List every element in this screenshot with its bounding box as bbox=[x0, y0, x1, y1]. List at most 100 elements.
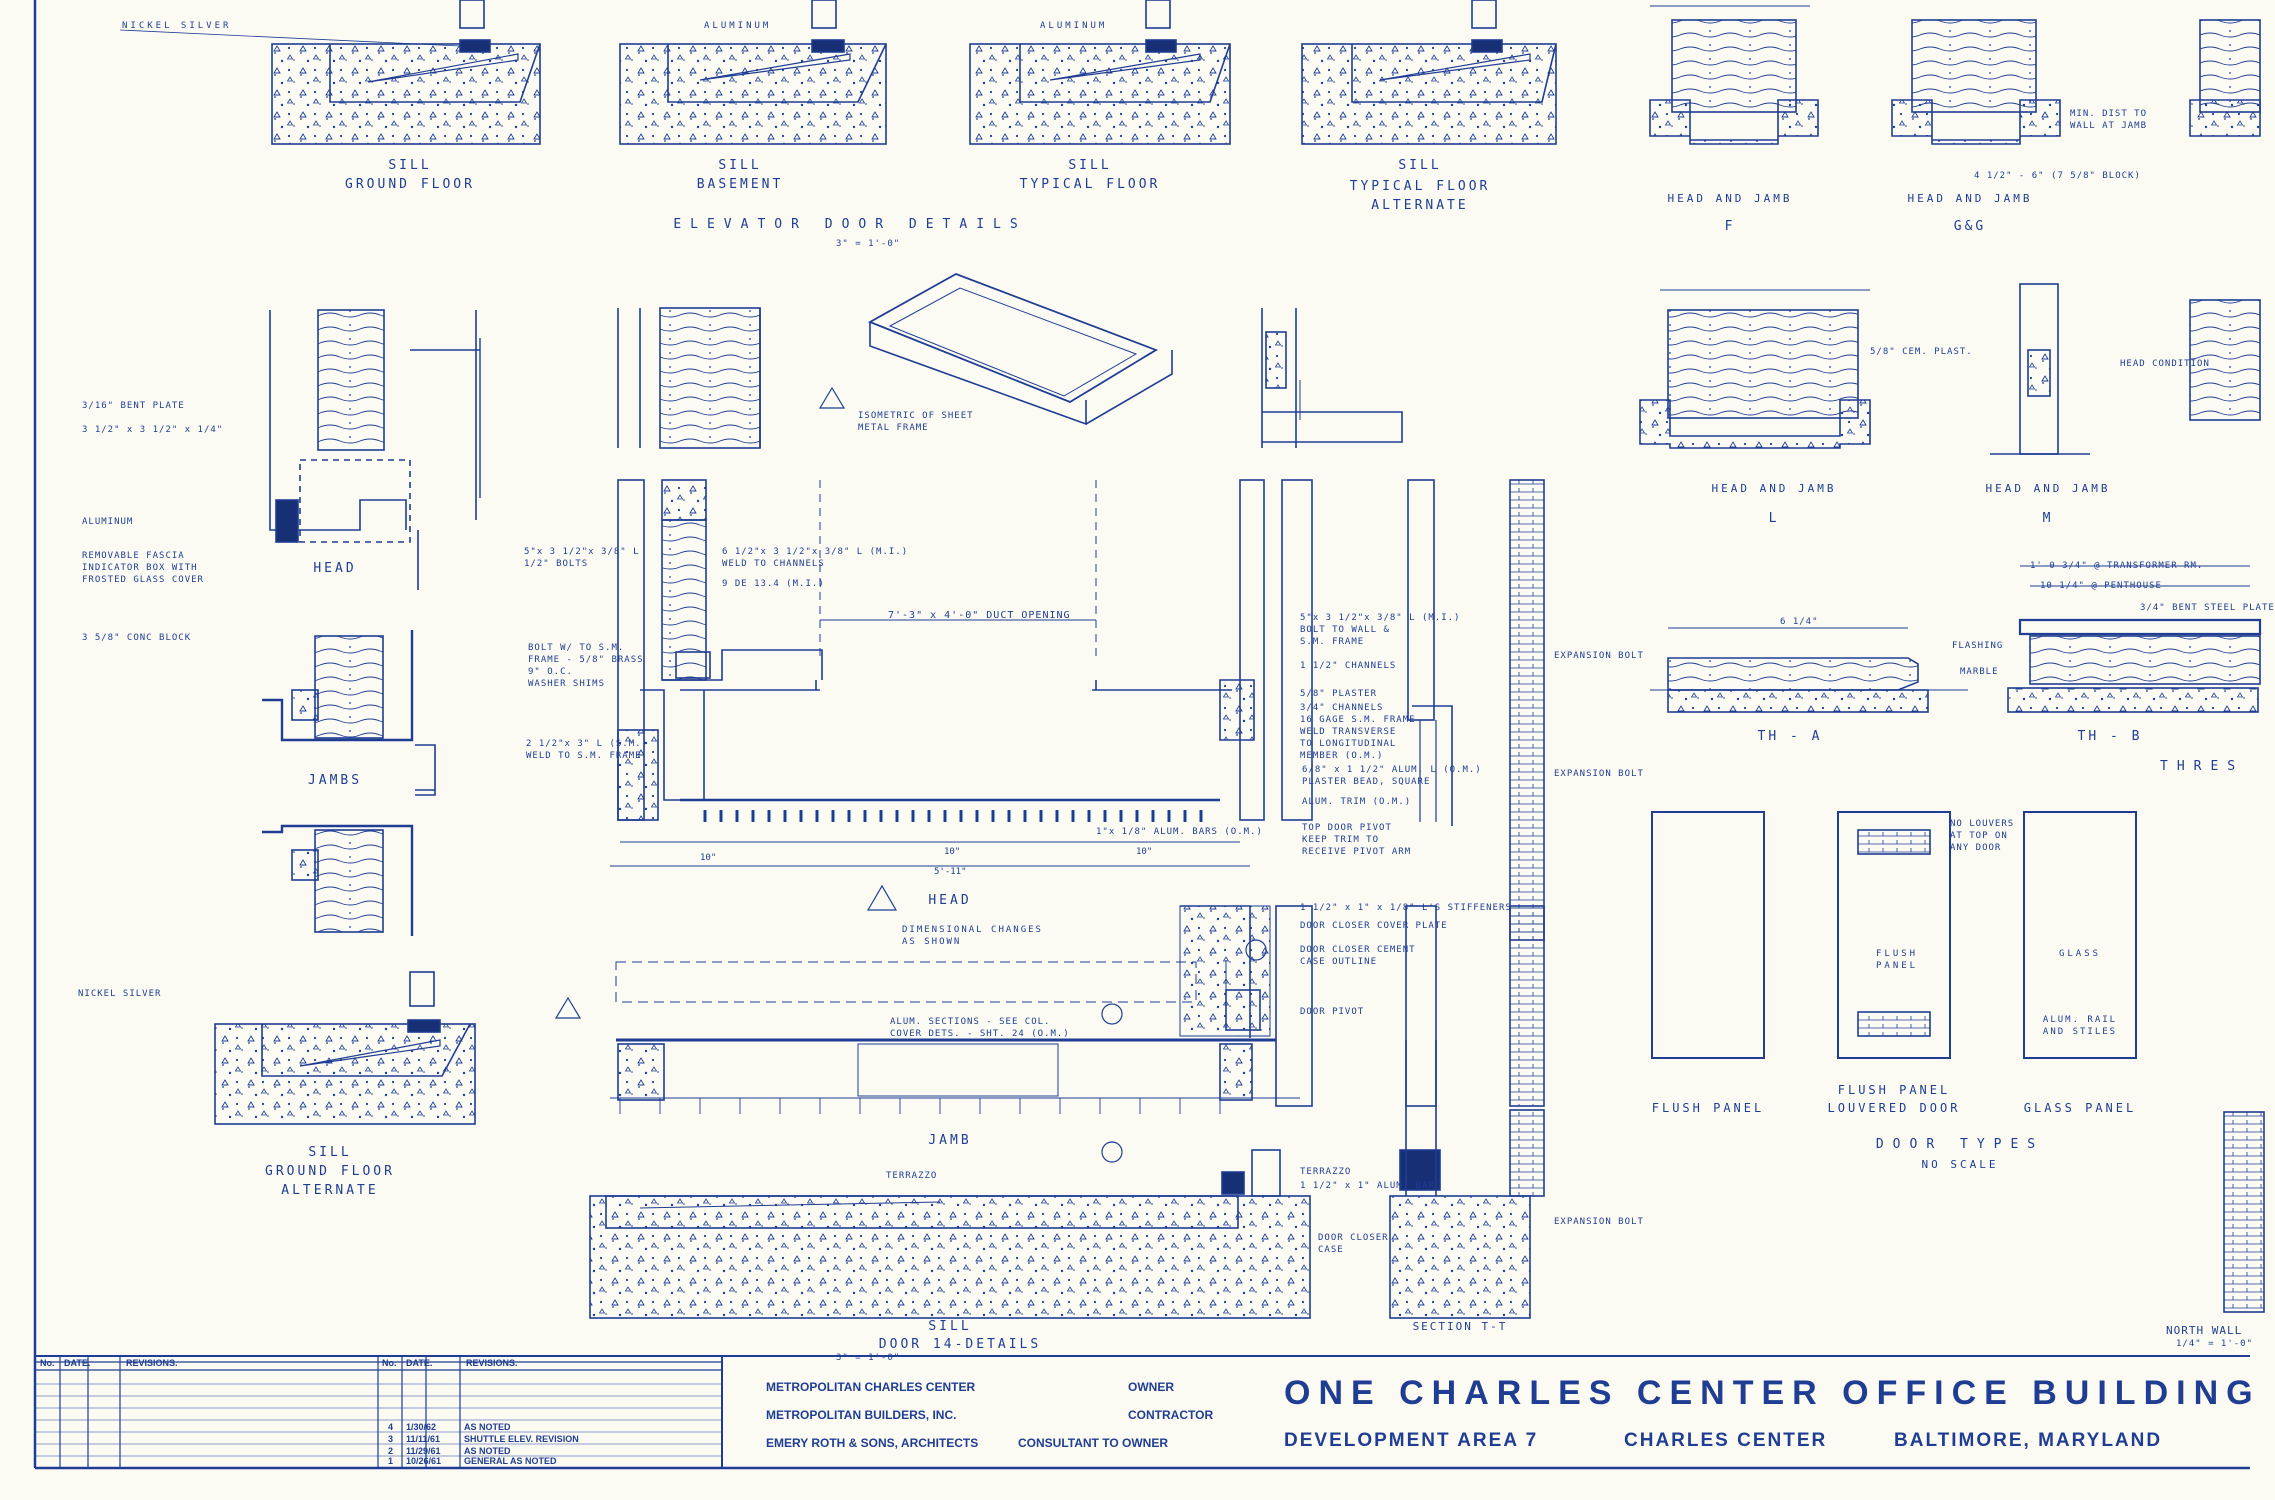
rev-entry-1-no: 1 bbox=[388, 1456, 394, 1466]
head-note-r16: RECEIVE PIVOT ARM bbox=[1302, 847, 1412, 857]
head-note-l2: 1/2" BOLTS bbox=[524, 559, 589, 569]
duct-opening-note: 7'-3" x 4'-0" DUCT OPENING bbox=[888, 610, 1071, 621]
cem-plast-note: 5/8" CEM. PLAST. bbox=[1870, 347, 1973, 357]
th-b-label: TH - B bbox=[2077, 729, 2143, 744]
left-head-title: HEAD bbox=[313, 561, 357, 576]
label-aluminum-2: ALUMINUM bbox=[1040, 21, 1108, 31]
door14-scale: 3" = 1'-0" bbox=[836, 1353, 901, 1363]
jamb-note-3: 1 1/2" x 1" x 1/8" L'S STIFFENERS bbox=[1300, 903, 1512, 913]
note-indicator: INDICATOR BOX WITH bbox=[82, 563, 198, 573]
left-sill-sub: GROUND FLOOR bbox=[265, 1164, 395, 1179]
firm-owner-role: OWNER bbox=[1128, 1380, 1174, 1394]
door14-sill-section bbox=[589, 1040, 1545, 1319]
head-note-r9: TO LONGITUDINAL bbox=[1300, 739, 1397, 749]
section-t-t-label: SECTION T-T bbox=[1412, 1320, 1508, 1333]
door14-sill-label: SILL bbox=[928, 1319, 972, 1334]
head-note-l8: WELD TO S.M. FRAME bbox=[526, 751, 642, 761]
head-note-r3: S.M. FRAME bbox=[1300, 637, 1365, 647]
rev-entry-2-text: AS NOTED bbox=[464, 1446, 511, 1456]
north-wall-detail bbox=[2223, 1111, 2265, 1313]
head-jamb-g-title: HEAD AND JAMB bbox=[1907, 192, 2033, 205]
door-type-3-caption: GLASS PANEL bbox=[2023, 1101, 2137, 1115]
sill-ground-sub: GROUND FLOOR bbox=[345, 177, 475, 192]
thresholds-title: THRES bbox=[2160, 759, 2245, 774]
plate-note: 3/4" BENT STEEL PLATE bbox=[2140, 603, 2275, 613]
head-note-r11: 6/8" x 1 1/2" ALUM. L (O.M.) bbox=[1302, 765, 1482, 775]
flashing-note: FLASHING bbox=[1952, 641, 2004, 651]
rev-entry-3-no: 3 bbox=[388, 1434, 394, 1444]
development-area: DEVELOPMENT AREA 7 bbox=[1284, 1430, 1539, 1451]
head-jamb-m-title: HEAD AND JAMB bbox=[1985, 482, 2111, 495]
dim-10-b: 10" bbox=[944, 847, 961, 857]
head-jamb-partial-right bbox=[2189, 19, 2261, 137]
north-wall-label: NORTH WALL bbox=[2166, 1324, 2243, 1337]
door14-title: DOOR 14-DETAILS bbox=[878, 1337, 1042, 1352]
louvered-inner-2: PANEL bbox=[1876, 961, 1919, 971]
rev-header-date: DATE. bbox=[64, 1358, 91, 1368]
elevator-details-scale: 3" = 1'-0" bbox=[836, 239, 901, 249]
jamb-note-2: COVER DETS. - SHT. 24 (O.M.) bbox=[890, 1029, 1070, 1039]
sill-typical-title: SILL bbox=[1068, 158, 1112, 173]
head-note-m3: 9 DE 13.4 (M.I.) bbox=[722, 579, 825, 589]
door-type-glass-panel bbox=[2023, 811, 2137, 1059]
door-type-flush-panel bbox=[1651, 811, 1765, 1059]
jamb-note-4: DOOR CLOSER COVER PLATE bbox=[1300, 921, 1448, 931]
penthouse-note: 10 1/4" @ PENTHOUSE bbox=[2040, 581, 2162, 591]
note-frosted: FROSTED GLASS COVER bbox=[82, 575, 204, 585]
note-fascia: REMOVABLE FASCIA bbox=[82, 551, 185, 561]
head-note-r19: EXPANSION BOLT bbox=[1554, 769, 1644, 779]
th-a-dim: 6 1/4" bbox=[1780, 617, 1819, 627]
sill-typical-sub: TYPICAL FLOOR bbox=[1019, 177, 1161, 192]
jamb-note-7: DOOR PIVOT bbox=[1300, 1007, 1365, 1017]
door14-head-section bbox=[610, 479, 1545, 941]
sill-ground-title: SILL bbox=[388, 158, 432, 173]
city: BALTIMORE, MARYLAND bbox=[1894, 1430, 2163, 1451]
head-note-r14: TOP DOOR PIVOT bbox=[1302, 823, 1392, 833]
note-bent-plate: 3/16" BENT PLATE bbox=[82, 401, 185, 411]
rev-entry-4-date: 1/30/62 bbox=[406, 1422, 437, 1432]
dim-5-11: 5'-11" bbox=[934, 867, 967, 877]
sill-note-bar: 1 1/2" x 1" ALUM. BAR bbox=[1300, 1181, 1435, 1191]
door14-head-label: HEAD bbox=[928, 893, 972, 908]
head-note-r18: EXPANSION BOLT bbox=[1554, 651, 1644, 661]
head-note-l6: WASHER SHIMS bbox=[528, 679, 606, 689]
head-note-r6: 3/4" CHANNELS bbox=[1300, 703, 1384, 713]
head-note-r1: 5"x 3 1/2"x 3/8" L (M.I.) bbox=[1300, 613, 1461, 623]
head-condition-note: HEAD CONDITION bbox=[2120, 359, 2210, 369]
glass-inner: GLASS bbox=[2058, 949, 2102, 959]
head-note-l5: 9" O.C. bbox=[528, 667, 573, 677]
elevator-details-title: ELEVATOR DOOR DETAILS bbox=[673, 217, 1027, 232]
rev-header-no-2: No. bbox=[382, 1358, 397, 1368]
label-aluminum-1: ALUMINUM bbox=[704, 21, 772, 31]
sill-note-case: CASE bbox=[1318, 1245, 1344, 1255]
head-jamb-m-letter: M bbox=[2042, 511, 2054, 526]
elevator-sill-basement bbox=[619, 0, 887, 145]
head-note-r7: 16 GAGE S.M. FRAME bbox=[1300, 715, 1416, 725]
head-note-l1: 5"x 3 1/2"x 3/8" L bbox=[524, 547, 640, 557]
dim-10-c: 10" bbox=[1136, 847, 1153, 857]
note-conc-block: 3 5/8" CONC BLOCK bbox=[82, 633, 192, 643]
rev-header-date-2: DATE. bbox=[406, 1358, 433, 1368]
head-note-r17: 1"x 1/8" ALUM. BARS (O.M.) bbox=[1096, 827, 1263, 837]
jamb-note-6: CASE OUTLINE bbox=[1300, 957, 1378, 967]
head-jamb-l-letter: L bbox=[1768, 511, 1780, 526]
door-types-title: DOOR TYPES bbox=[1875, 1137, 2045, 1152]
head-jamb-gg-detail bbox=[1891, 19, 2061, 145]
sill-basement-sub: BASEMENT bbox=[696, 177, 784, 192]
revision-table bbox=[35, 1356, 723, 1468]
firm-contractor-name: METROPOLITAN BUILDERS, INC. bbox=[766, 1408, 957, 1422]
left-head-detail bbox=[269, 309, 481, 590]
project-title: ONE CHARLES CENTER OFFICE BUILDING bbox=[1284, 1374, 2261, 1412]
threshold-th-b bbox=[2007, 565, 2262, 713]
rev-entry-3-text: SHUTTLE ELEV. REVISION bbox=[464, 1434, 579, 1444]
upper-door-head-section bbox=[617, 307, 761, 449]
rev-header-revisions: REVISIONS. bbox=[126, 1358, 178, 1368]
head-jamb-l-title: HEAD AND JAMB bbox=[1711, 482, 1837, 495]
head-jamb-l-detail bbox=[1639, 289, 1871, 449]
head-jamb-m-detail bbox=[1990, 283, 2261, 455]
head-jamb-g-letter: G&G bbox=[1953, 219, 1987, 234]
sill-note-terrazzo-1: TERRAZZO bbox=[886, 1171, 938, 1181]
door-type-louvered bbox=[1837, 811, 1951, 1059]
upper-jamb-section-right bbox=[1261, 308, 1403, 448]
